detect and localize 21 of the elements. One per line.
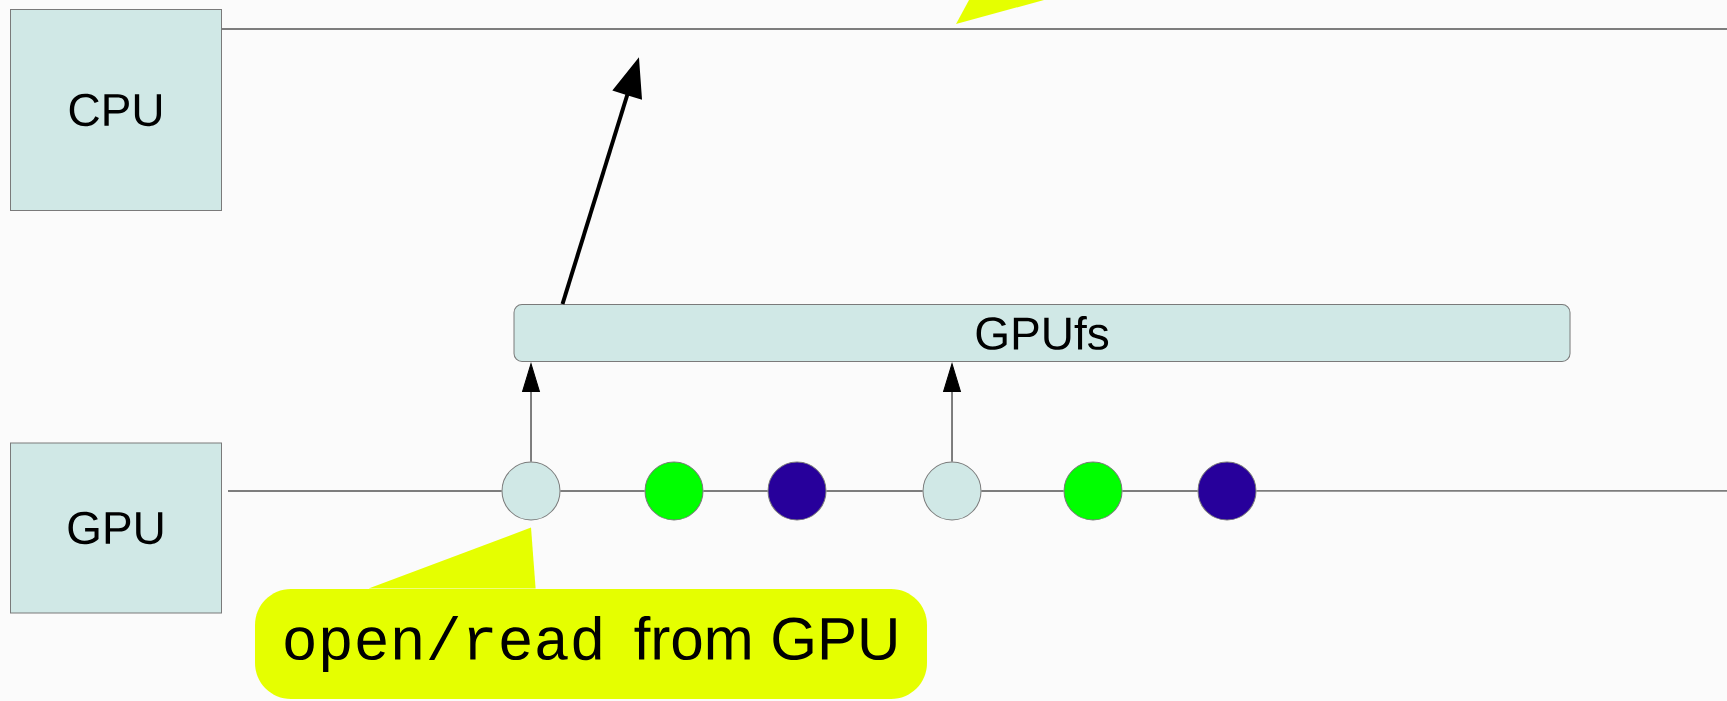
event-circle xyxy=(767,461,827,521)
timeline xyxy=(826,490,923,492)
timeline xyxy=(1122,490,1198,492)
callout-tail xyxy=(368,527,536,589)
timeline xyxy=(1256,490,1727,492)
event-circle xyxy=(1063,461,1123,521)
timeline xyxy=(560,490,645,492)
event-circle xyxy=(1197,461,1257,521)
processor-box: GPU xyxy=(10,442,222,614)
arrow xyxy=(943,363,961,462)
event-circle xyxy=(644,461,704,521)
timeline xyxy=(221,28,1727,30)
timeline xyxy=(703,490,768,492)
request-circle xyxy=(922,461,982,521)
callout-tail xyxy=(956,0,1044,24)
arrow xyxy=(522,363,540,462)
request-circle xyxy=(501,461,561,521)
timeline xyxy=(227,490,502,492)
processor-box: CPU xyxy=(10,9,222,211)
timeline xyxy=(981,490,1064,492)
layer-box: GPUfs xyxy=(513,304,1571,362)
